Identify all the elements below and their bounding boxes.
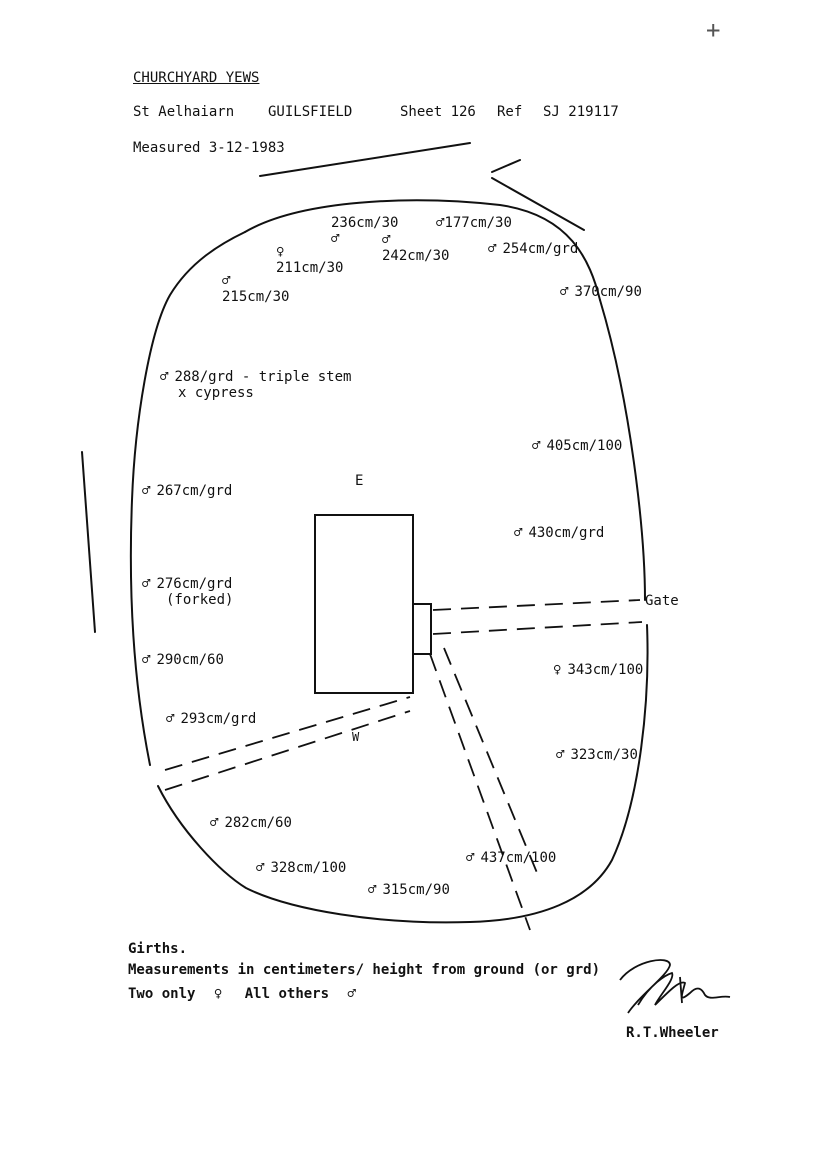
- male-icon: ♂: [142, 652, 151, 668]
- tree-label: ♂323cm/30: [556, 747, 638, 763]
- church-name: St Aelhaiarn: [133, 104, 235, 120]
- male-icon: ♂: [466, 850, 475, 866]
- road-line: [491, 159, 521, 173]
- parish-name: GUILSFIELD: [268, 104, 353, 120]
- church-porch: [412, 603, 432, 655]
- male-icon: ♂: [488, 241, 497, 257]
- male-icon: ♂: [331, 231, 340, 247]
- tree-label: ♂177cm/30: [436, 215, 512, 231]
- tree-label: ♂405cm/100: [532, 438, 623, 454]
- boundary-wall: [129, 231, 246, 766]
- sheet-number: Sheet 126: [400, 104, 476, 120]
- path-dashed: [429, 653, 531, 931]
- tree-label: ♂293cm/grd: [166, 711, 257, 727]
- female-icon: ♀: [276, 244, 285, 260]
- female-icon: ♀: [213, 986, 223, 1002]
- male-icon: ♂: [210, 815, 219, 831]
- tree-label: ♂282cm/60: [210, 815, 292, 831]
- church-building: [314, 514, 414, 694]
- male-icon: ♂: [256, 860, 265, 876]
- female-icon: ♀: [553, 662, 562, 678]
- tree-label: ♂328cm/100: [256, 860, 347, 876]
- male-icon: ♂: [556, 747, 565, 763]
- male-icon: ♂: [560, 284, 569, 300]
- tree-label: ♂315cm/90: [368, 882, 450, 898]
- tree-label: ♂288/grd - triple stem x cypress: [160, 369, 352, 401]
- gate-label: Gate: [645, 593, 679, 609]
- path-dashed: [164, 696, 411, 771]
- path-dashed: [432, 599, 641, 611]
- road-line: [259, 142, 471, 177]
- male-icon: ♂: [382, 232, 391, 248]
- male-icon: ♂: [222, 273, 231, 289]
- male-icon: ♂: [532, 438, 541, 454]
- male-icon: ♂: [166, 711, 175, 727]
- path-dashed: [164, 710, 411, 791]
- east-label: E: [355, 473, 364, 489]
- path-dashed: [443, 647, 541, 881]
- corner-mark: +: [706, 16, 721, 44]
- boundary-wall: [81, 451, 96, 633]
- path-dashed: [432, 621, 643, 635]
- road-line: [491, 177, 585, 231]
- measured-date: Measured 3-12-1983: [133, 140, 285, 156]
- male-icon: ♂: [142, 483, 151, 499]
- tree-label: ♀ 211cm/30: [276, 244, 344, 276]
- tree-label: ♂430cm/grd: [514, 525, 605, 541]
- ref-label: Ref: [497, 104, 523, 120]
- male-icon: ♂: [514, 525, 523, 541]
- tree-label: ♂ 242cm/30: [382, 232, 450, 264]
- boundary-wall: [157, 624, 649, 924]
- measurement-note: Measurements in centimeters/ height from…: [128, 962, 601, 978]
- boundary-wall: [599, 299, 646, 601]
- tree-label: 236cm/30 ♂: [331, 215, 399, 247]
- male-icon: ♂: [368, 882, 377, 898]
- signature-name: R.T.Wheeler: [626, 1025, 719, 1041]
- tree-label: ♀343cm/100: [553, 662, 644, 678]
- tree-label: ♂290cm/60: [142, 652, 224, 668]
- west-label: W: [352, 730, 360, 744]
- girths-heading: Girths.: [128, 941, 188, 957]
- tree-label: ♂254cm/grd: [488, 241, 579, 257]
- tree-label: ♂276cm/grd (forked): [142, 576, 234, 608]
- boundary-wall: [244, 199, 601, 301]
- tree-label: ♂ 215cm/30: [222, 273, 290, 305]
- grid-reference: SJ 219117: [543, 104, 619, 120]
- male-icon: ♂: [160, 369, 169, 385]
- sheet-title: CHURCHYARD YEWS: [133, 70, 260, 86]
- male-icon: ♂: [347, 986, 356, 1002]
- tree-label: ♂370cm/90: [560, 284, 642, 300]
- tree-label: ♂267cm/grd: [142, 483, 233, 499]
- male-icon: ♂: [142, 576, 151, 592]
- key-line: Two only ♀ All others ♂: [128, 986, 356, 1002]
- tree-label: ♂437cm/100: [466, 850, 557, 866]
- male-icon: ♂: [436, 215, 445, 231]
- signature: [619, 959, 731, 1014]
